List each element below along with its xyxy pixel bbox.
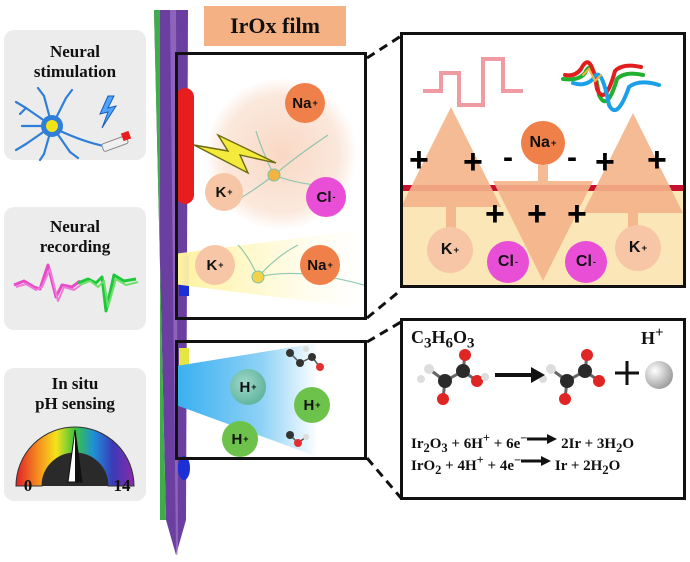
membrane-detail-box: + + - - + + + + + Na+ K+ Cl- Cl- K+ — [400, 32, 686, 288]
cl-ion-mid: Cl- — [306, 177, 346, 217]
recording-title-line2: recording — [39, 237, 111, 256]
na-ion-top: Na+ — [285, 83, 325, 123]
k-ion-membrane-right: K+ — [615, 225, 661, 271]
stimulation-title-line1: Neural — [49, 42, 101, 61]
charge-plus-7: + — [567, 195, 587, 233]
spike-waveform-icon — [13, 263, 139, 313]
ph-reaction-box: C3H6O3 H+ Ir2O3 + 6H+ + 6e− 2Ir + 3 — [400, 318, 686, 500]
cl-ion-membrane-left: Cl- — [487, 241, 529, 283]
ph-max-label: 14 — [113, 476, 131, 495]
charge-minus-2: - — [567, 141, 577, 174]
neural-stimulation-panel: Neural stimulation — [4, 30, 146, 162]
h-ion-3: H+ — [222, 421, 258, 457]
reaction-arrow-icon — [521, 454, 552, 471]
neural-recording-panel: Neural recording — [4, 207, 146, 330]
charge-minus-1: - — [503, 141, 513, 174]
cl-ion-membrane-right: Cl- — [565, 241, 607, 283]
k-ion-low: K+ — [195, 245, 235, 285]
na-ion-low: Na+ — [300, 245, 340, 285]
ph-min-label: 0 — [23, 476, 33, 495]
membrane-diagram — [403, 57, 683, 281]
na-ion-membrane: Na+ — [521, 121, 565, 165]
proton-label: H+ — [641, 325, 664, 348]
charge-plus-2: + — [463, 143, 483, 181]
neural-interface-box: Na+ K+ Cl- K+ Na+ — [175, 52, 367, 320]
charge-plus-1: + — [409, 141, 429, 179]
charge-plus-3: + — [595, 143, 615, 181]
irox-film-label: IrOx film — [204, 6, 346, 46]
ph-title-line2: pH sensing — [35, 394, 115, 413]
neuron-stimulation-icon — [14, 86, 132, 162]
charge-plus-5: + — [485, 195, 505, 233]
reduction-equation-1: Ir2O3 + 6H+ + 6e− 2Ir + 3H2O — [411, 431, 634, 455]
charge-plus-4: + — [647, 141, 667, 179]
h-ion-1: H+ — [230, 369, 266, 405]
ph-title-line1: In situ — [51, 374, 99, 393]
h-ion-2: H+ — [294, 387, 330, 423]
ph-interface-box: H+ H+ H+ — [175, 340, 367, 460]
reduction-equation-2: IrO2 + 4H+ + 4e− Ir + 2H2O — [411, 453, 621, 477]
k-ion-membrane-left: K+ — [427, 227, 473, 273]
lactate-molecule-small-icon — [286, 346, 324, 447]
ph-gauge-icon — [15, 426, 135, 487]
neuron-sketch — [193, 130, 364, 286]
ph-sensing-panel: In situ pH sensing 0 14 — [4, 368, 146, 501]
charge-plus-6: + — [527, 195, 547, 233]
lactate-reaction-diagram — [417, 349, 673, 405]
k-ion-mid: K+ — [205, 173, 243, 211]
lactic-acid-formula: C3H6O3 — [411, 327, 475, 352]
zoom-connectors — [365, 34, 403, 499]
reaction-arrow-icon — [527, 432, 558, 449]
stimulation-title-line2: stimulation — [33, 62, 117, 81]
recording-title-line1: Neural — [49, 217, 101, 236]
